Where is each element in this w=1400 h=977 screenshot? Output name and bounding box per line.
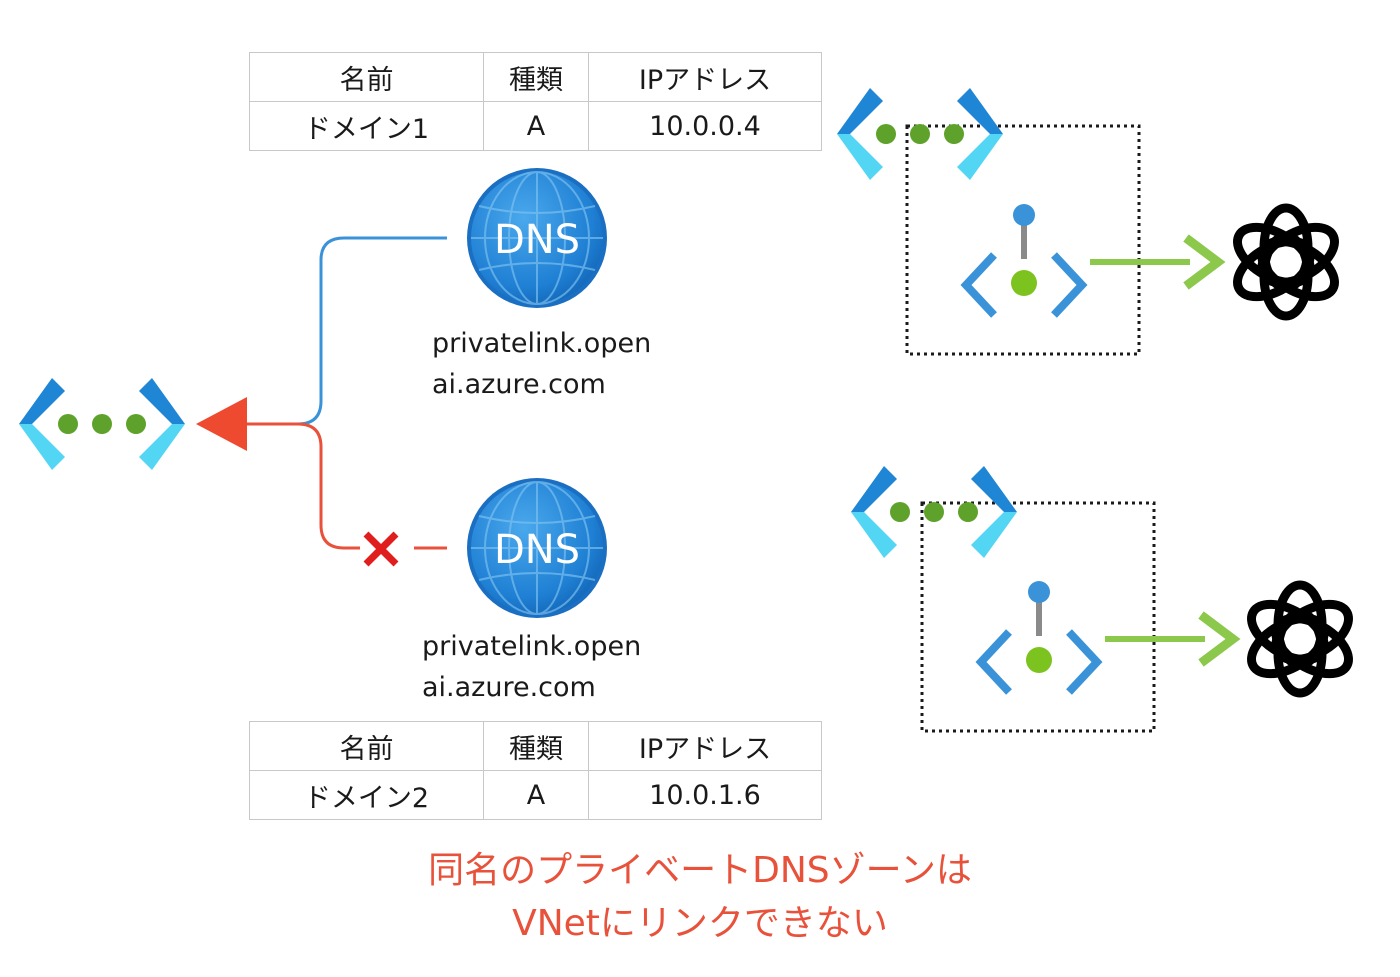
table-row: ドメイン2 A 10.0.1.6: [249, 770, 822, 820]
dns-zone-label-bottom: privatelink.open ai.azure.com: [422, 626, 641, 708]
block-x-icon: [363, 531, 399, 567]
arrow-right-icon: [1105, 611, 1241, 667]
dns-record-table-top: 名前 種類 IPアドレス ドメイン1 A 10.0.0.4: [249, 52, 822, 151]
cell-type: A: [483, 101, 589, 151]
vnet-icon: [851, 466, 1017, 558]
header-ip: IPアドレス: [588, 721, 822, 771]
zone-label-line: ai.azure.com: [432, 369, 606, 400]
zone-label-line: privatelink.open: [422, 631, 642, 662]
dns-zone-icon: DNS: [466, 167, 608, 309]
vnet-icon: [19, 378, 185, 470]
cell-ip: 10.0.0.4: [588, 101, 822, 151]
link-line-ok: [247, 236, 447, 426]
cell-type: A: [483, 770, 589, 820]
zone-label-line: ai.azure.com: [422, 672, 596, 703]
private-endpoint-icon: [981, 581, 1097, 692]
link-line-blocked: [247, 422, 360, 550]
vnet-icon: [837, 88, 1003, 180]
subnet-box: [905, 124, 1141, 356]
cell-name: ドメイン2: [249, 770, 484, 820]
caption-line-1: 同名のプライベートDNSゾーンは: [428, 850, 972, 891]
openai-icon: [1228, 208, 1344, 316]
svg-text:DNS: DNS: [494, 217, 580, 263]
subnet-box: [920, 501, 1156, 733]
cell-name: ドメイン1: [249, 101, 484, 151]
zone-label-line: privatelink.open: [432, 328, 652, 359]
private-endpoint-icon: [966, 204, 1082, 315]
table-row: ドメイン1 A 10.0.0.4: [249, 101, 822, 151]
svg-text:DNS: DNS: [494, 527, 580, 573]
openai-icon: [1242, 585, 1358, 693]
header-name: 名前: [249, 721, 484, 771]
header-type: 種類: [483, 52, 589, 102]
arrow-right-icon: [1090, 234, 1226, 290]
table-header-row: 名前 種類 IPアドレス: [249, 721, 822, 771]
dns-record-table-bottom: 名前 種類 IPアドレス ドメイン2 A 10.0.1.6: [249, 721, 822, 820]
table-header-row: 名前 種類 IPアドレス: [249, 52, 822, 102]
dns-zone-label-top: privatelink.open ai.azure.com: [432, 323, 651, 405]
header-ip: IPアドレス: [588, 52, 822, 102]
dns-zone-icon: DNS: [466, 477, 608, 619]
caption-line-2: VNetにリンクできない: [512, 903, 888, 944]
arrow-head-icon: [196, 397, 247, 451]
cell-ip: 10.0.1.6: [588, 770, 822, 820]
header-name: 名前: [249, 52, 484, 102]
